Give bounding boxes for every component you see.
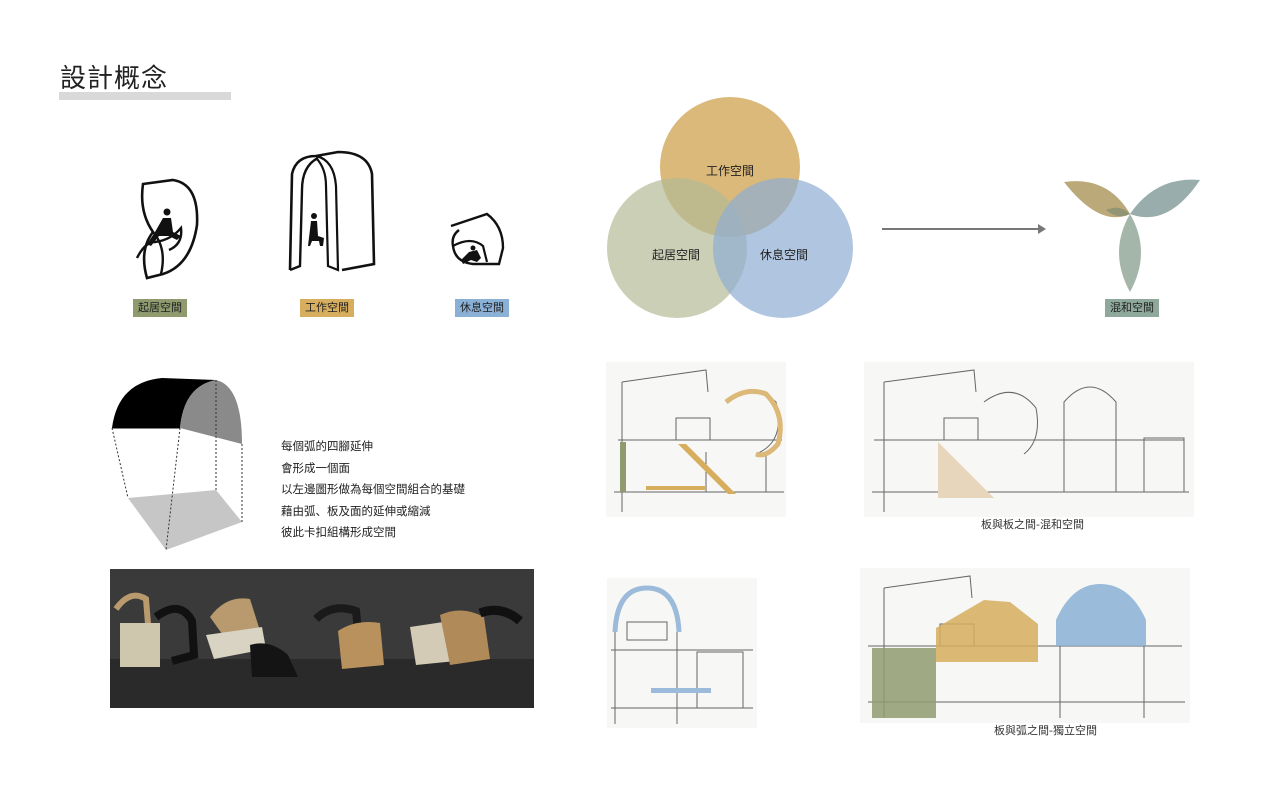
section-drawing-2 xyxy=(864,362,1194,517)
concept-line: 每個弧的四腳延伸 xyxy=(281,439,373,453)
model-photo xyxy=(110,569,534,708)
page-title: 設計概念 xyxy=(60,64,169,94)
section-drawing-4 xyxy=(860,568,1190,723)
concept-line: 彼此卡扣組構形成空間 xyxy=(281,525,396,539)
rest-space-sketch xyxy=(450,212,505,266)
title-underline xyxy=(59,92,231,100)
arch-module-3d xyxy=(111,378,243,551)
living-space-label: 起居空間 xyxy=(133,299,187,317)
venn-diagram xyxy=(607,97,853,318)
venn-living-label: 起居空間 xyxy=(652,248,701,262)
living-circle xyxy=(607,178,747,318)
living-space-sketch xyxy=(135,178,199,280)
concept-line: 藉由弧、板及面的延伸或縮減 xyxy=(281,503,431,518)
concept-line: 會形成一個面 xyxy=(281,460,350,475)
work-space-sketch xyxy=(288,150,376,272)
work-space-label: 工作空間 xyxy=(300,299,354,317)
caption-mixed-space: 板與板之間-混和空間 xyxy=(981,518,1084,531)
mixed-space-label: 混和空間 xyxy=(1105,299,1159,317)
venn-rest-label: 休息空間 xyxy=(760,248,809,262)
concept-description: 每個弧的四腳延伸 會形成一個面 以左邊圖形做為每個空間組合的基礎 藉由弧、板及面… xyxy=(281,436,465,544)
rest-circle xyxy=(713,178,853,318)
section-drawing-1 xyxy=(606,362,786,517)
section-drawing-3 xyxy=(607,578,757,728)
venn-work-label: 工作空間 xyxy=(706,164,755,178)
caption-independent-space: 板與弧之間-獨立空間 xyxy=(994,724,1097,737)
mixed-space-petals xyxy=(1064,179,1200,292)
arrow-right-icon xyxy=(882,224,1046,234)
rest-space-label: 休息空間 xyxy=(455,299,509,317)
concept-line: 以左邊圖形做為每個空間組合的基礎 xyxy=(281,482,465,496)
